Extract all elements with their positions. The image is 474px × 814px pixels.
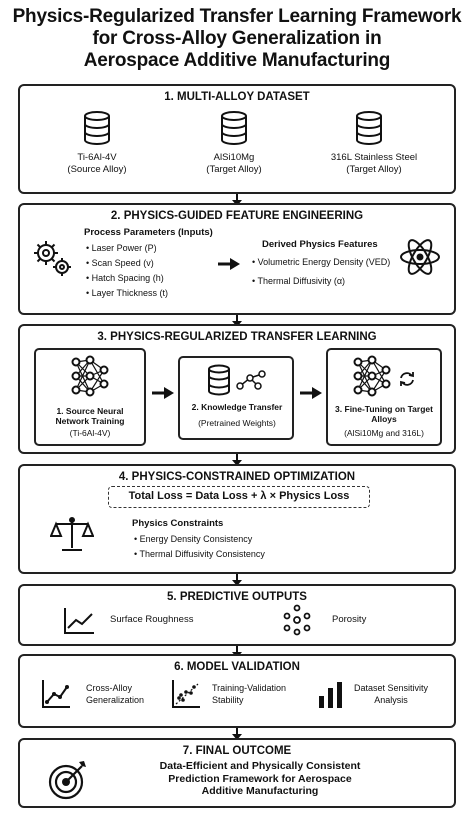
arrow-down-icon xyxy=(232,454,242,466)
database-icon xyxy=(356,111,382,145)
alloy-name: AlSi10Mg xyxy=(213,152,255,163)
list-item: • Thermal Diffusivity (α) xyxy=(252,276,346,286)
database-icon xyxy=(221,111,247,145)
arrow-down-icon xyxy=(232,728,242,740)
section-5-heading: 5. PREDICTIVE OUTPUTS xyxy=(167,591,307,603)
bar-chart-icon xyxy=(319,682,342,708)
page-title: Physics-Regularized Transfer Learning Fr… xyxy=(0,6,474,72)
validation-training-stability: Training-Validation Stability xyxy=(212,683,287,705)
arrow-right-icon xyxy=(218,258,240,270)
process-params-list: • Laser Power (P) • Scan Speed (v) • Hat… xyxy=(86,241,168,301)
trend-chart-icon xyxy=(42,680,70,708)
alloy-ti64: Ti-6Al-4V (Source Alloy) xyxy=(37,152,157,176)
list-item: • Energy Density Consistency xyxy=(134,534,253,544)
output-surface-roughness: Surface Roughness xyxy=(110,614,194,625)
section-constrained-optimization: 4. PHYSICS-CONSTRAINED OPTIMIZATION Tota… xyxy=(18,464,456,574)
step-detail: (Ti-6Al-4V) xyxy=(69,428,111,438)
section-feature-engineering: 2. PHYSICS-GUIDED FEATURE ENGINEERING Pr… xyxy=(18,203,456,315)
section-4-heading: 4. PHYSICS-CONSTRAINED OPTIMIZATION xyxy=(118,471,356,483)
validation-dataset-sensitivity: Dataset Sensitivity Analysis xyxy=(354,683,429,705)
section-7-heading: 7. FINAL OUTCOME xyxy=(182,745,292,757)
step-detail: (Pretrained Weights) xyxy=(198,418,276,428)
derived-features-list: • Volumetric Energy Density (VED) • Ther… xyxy=(252,255,390,289)
list-item: • Volumetric Energy Density (VED) xyxy=(252,257,391,267)
section-6-heading: 6. MODEL VALIDATION xyxy=(174,661,300,673)
step-label: 3. Fine-Tuning on Target Alloys xyxy=(335,404,433,424)
line-chart-icon xyxy=(64,608,94,634)
section-predictive-outputs: 5. PREDICTIVE OUTPUTS Surface Roughness … xyxy=(18,584,456,646)
step-detail: (AlSi10Mg and 316L) xyxy=(344,428,424,438)
section-transfer-learning: 3. PHYSICS-REGULARIZED TRANSFER LEARNING… xyxy=(18,324,456,454)
database-icon xyxy=(84,111,110,145)
section-3-heading: 3. PHYSICS-REGULARIZED TRANSFER LEARNING xyxy=(97,331,377,343)
neural-network-icon xyxy=(353,355,391,397)
arrow-right-icon xyxy=(152,387,174,399)
scatter-plot-icon xyxy=(172,680,200,708)
list-item: • Scan Speed (v) xyxy=(86,258,154,268)
list-item: • Thermal Diffusivity Consistency xyxy=(134,549,265,559)
target-icon xyxy=(48,761,86,800)
alloy-role: (Target Alloy) xyxy=(346,164,402,175)
atom-icon xyxy=(400,239,440,275)
alloy-name: 316L Stainless Steel xyxy=(330,152,418,163)
list-item: • Laser Power (P) xyxy=(86,243,157,253)
arrow-down-icon xyxy=(232,574,242,586)
step-fine-tuning: 3. Fine-Tuning on Target Alloys (AlSi10M… xyxy=(326,348,442,446)
alloy-alsi10mg: AlSi10Mg (Target Alloy) xyxy=(174,152,294,176)
output-porosity: Porosity xyxy=(332,614,367,625)
list-item: • Hatch Spacing (h) xyxy=(86,273,164,283)
step-label: 2. Knowledge Transfer xyxy=(191,402,283,412)
physics-constraints-title: Physics Constraints xyxy=(132,518,224,529)
gears-icon xyxy=(34,241,71,276)
step-label: 1. Source Neural Network Training xyxy=(55,406,125,426)
balance-scale-icon xyxy=(50,517,94,551)
step-source-training: 1. Source Neural Network Training (Ti-6A… xyxy=(34,348,146,446)
porosity-dots-icon xyxy=(283,604,311,636)
refresh-icon xyxy=(400,372,414,386)
arrow-right-icon xyxy=(300,387,322,399)
network-nodes-icon xyxy=(236,370,266,390)
section-1-heading: 1. MULTI-ALLOY DATASET xyxy=(164,91,310,103)
section-model-validation: 6. MODEL VALIDATION Cross-Alloy Generali… xyxy=(18,654,456,728)
alloy-role: (Source Alloy) xyxy=(67,164,127,175)
validation-cross-alloy: Cross-Alloy Generalization xyxy=(86,683,145,705)
loss-equation: Total Loss = Data Loss + λ × Physics Los… xyxy=(108,486,370,508)
derived-features-title: Derived Physics Features xyxy=(262,239,378,250)
section-multi-alloy-dataset: 1. MULTI-ALLOY DATASET Ti-6Al-4V (Source… xyxy=(18,84,456,194)
final-outcome-text: Data-Efficient and Physically Consistent… xyxy=(159,760,361,797)
section-2-heading: 2. PHYSICS-GUIDED FEATURE ENGINEERING xyxy=(110,210,364,222)
alloy-name: Ti-6Al-4V xyxy=(77,152,117,163)
title-line-1: Physics-Regularized Transfer Learning Fr… xyxy=(12,6,462,27)
alloy-316l: 316L Stainless Steel (Target Alloy) xyxy=(309,152,439,176)
list-item: • Layer Thickness (t) xyxy=(86,288,169,298)
section-final-outcome: 7. FINAL OUTCOME Data-Efficient and Phys… xyxy=(18,738,456,808)
physics-constraints-list: • Energy Density Consistency • Thermal D… xyxy=(134,532,265,562)
process-params-title: Process Parameters (Inputs) xyxy=(84,227,213,238)
title-line-2: for Cross-Alloy Generalization in xyxy=(92,28,382,49)
alloy-role: (Target Alloy) xyxy=(206,164,262,175)
database-icon xyxy=(208,364,230,396)
neural-network-icon xyxy=(71,355,109,397)
step-knowledge-transfer: 2. Knowledge Transfer (Pretrained Weight… xyxy=(178,356,294,440)
title-line-3: Aerospace Additive Manufacturing xyxy=(83,50,391,71)
